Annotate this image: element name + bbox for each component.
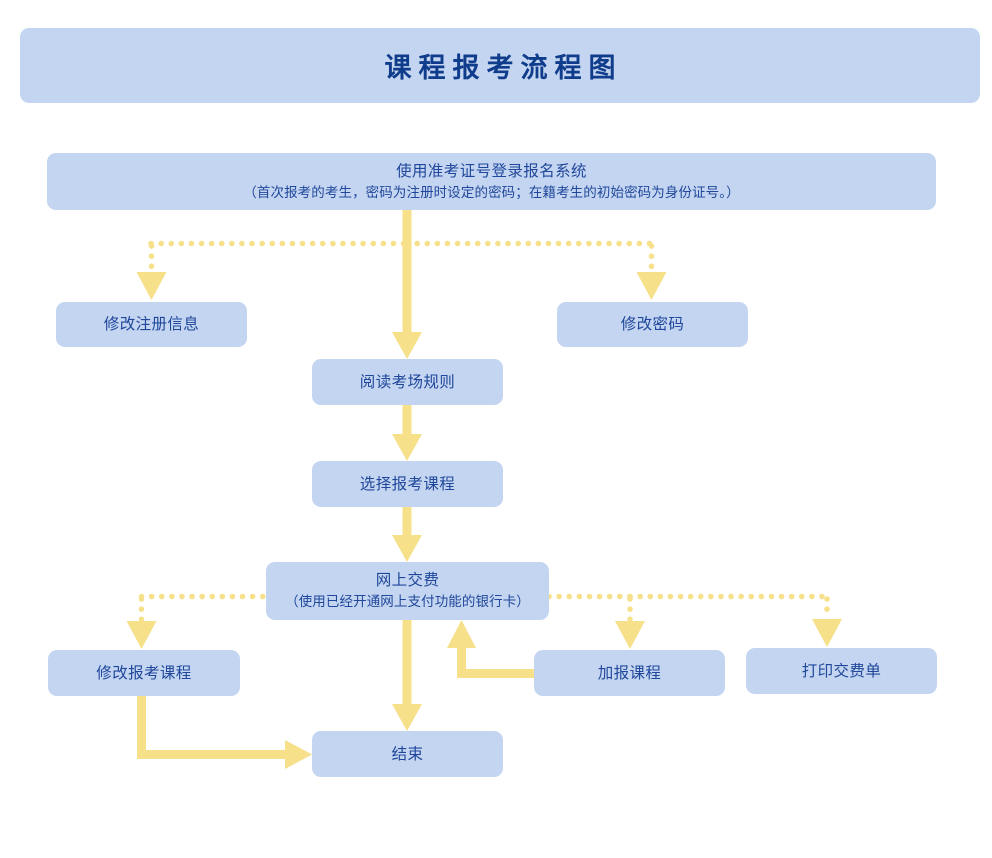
node-edit-register-info-label: 修改注册信息 [103, 315, 200, 334]
node-select-courses[interactable]: 选择报考课程 [312, 461, 503, 507]
edge-login-to-edit-register-info [136, 240, 410, 300]
node-end-label: 结束 [391, 744, 424, 763]
node-online-payment-label: 网上交费 [375, 571, 440, 590]
node-read-rules-label: 阅读考场规则 [359, 372, 456, 391]
edge-edit-courses-to-end [137, 696, 312, 769]
node-add-courses[interactable]: 加报课程 [534, 650, 725, 696]
node-edit-courses[interactable]: 修改报考课程 [48, 650, 240, 696]
edge-add-courses-to-online-payment [447, 620, 534, 678]
edge-login-to-change-password [404, 240, 667, 300]
edge-read-rules-to-select-courses [392, 405, 422, 461]
page-title-banner: 课程报考流程图 [20, 28, 980, 103]
edge-select-courses-to-online-payment [392, 507, 422, 562]
node-read-rules[interactable]: 阅读考场规则 [312, 359, 503, 405]
node-change-password[interactable]: 修改密码 [557, 302, 748, 347]
node-online-payment-sublabel: （使用已经开通网上支付功能的银行卡） [285, 594, 530, 611]
node-select-courses-label: 选择报考课程 [359, 474, 456, 493]
node-edit-register-info[interactable]: 修改注册信息 [56, 302, 247, 347]
node-add-courses-label: 加报课程 [597, 663, 662, 682]
edge-online-payment-to-add-courses [546, 593, 645, 649]
node-print-receipt-label: 打印交费单 [801, 661, 882, 680]
node-end[interactable]: 结束 [312, 731, 503, 777]
node-print-receipt[interactable]: 打印交费单 [746, 648, 937, 694]
edge-online-payment-to-print-receipt [627, 593, 842, 647]
page-title: 课程报考流程图 [384, 53, 623, 84]
node-login[interactable]: 使用准考证号登录报名系统 （首次报考的考生，密码为注册时设定的密码；在籍考生的初… [47, 153, 936, 210]
edge-online-payment-to-end [392, 620, 422, 731]
node-edit-courses-label: 修改报考课程 [96, 663, 192, 682]
node-login-sublabel: （首次报考的考生，密码为注册时设定的密码；在籍考生的初始密码为身份证号。） [243, 184, 740, 201]
edge-login-to-read-rules [392, 209, 422, 359]
edge-online-payment-to-edit-courses [126, 593, 269, 649]
node-login-label: 使用准考证号登录报名系统 [396, 161, 587, 180]
node-online-payment[interactable]: 网上交费 （使用已经开通网上支付功能的银行卡） [266, 562, 549, 620]
node-change-password-label: 修改密码 [620, 315, 685, 334]
